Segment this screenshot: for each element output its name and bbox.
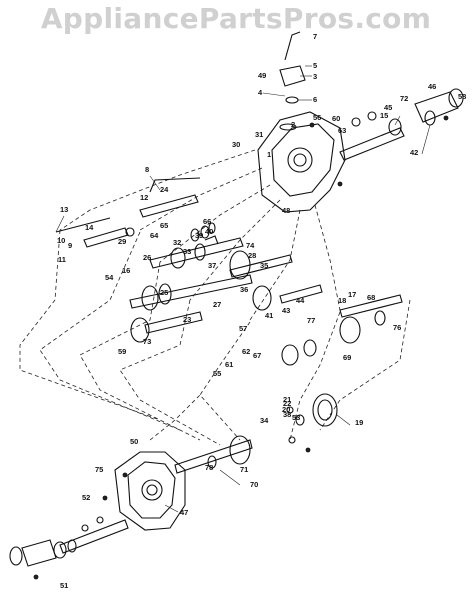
- label-47: 47: [180, 508, 188, 517]
- differential-assembly: [281, 294, 403, 444]
- label-41: 41: [265, 311, 273, 320]
- label-35: 35: [260, 261, 268, 270]
- label-71: 71: [240, 465, 248, 474]
- label-56: 56: [313, 113, 321, 122]
- label-13: 13: [60, 205, 68, 214]
- label-2: 2: [291, 120, 295, 129]
- label-9: 9: [68, 241, 72, 250]
- bolts: [33, 115, 449, 580]
- label-19: 19: [355, 418, 363, 427]
- label-32: 32: [173, 238, 181, 247]
- label-37: 37: [208, 261, 216, 270]
- label-65: 65: [160, 221, 168, 230]
- label-39: 39: [195, 231, 203, 240]
- label-72: 72: [400, 94, 408, 103]
- leader-lines: [55, 65, 431, 513]
- label-61: 61: [225, 360, 233, 369]
- label-11: 11: [58, 255, 66, 264]
- label-15: 15: [380, 111, 388, 120]
- label-69: 69: [343, 353, 351, 362]
- label-73: 73: [143, 337, 151, 346]
- lower-left-axle: [9, 516, 129, 567]
- label-38: 38: [283, 410, 291, 419]
- upper-housing: [257, 31, 346, 213]
- label-57: 57: [239, 324, 247, 333]
- assembly-guide-lines: [19, 149, 411, 446]
- label-64: 64: [150, 231, 159, 240]
- label-31: 31: [255, 130, 263, 139]
- label-70: 70: [250, 480, 258, 489]
- label-28: 28: [248, 251, 256, 260]
- label-23: 23: [183, 315, 191, 324]
- label-30: 30: [232, 140, 240, 149]
- label-14: 14: [85, 223, 94, 232]
- label-18: 18: [338, 296, 346, 305]
- label-25: 25: [160, 288, 168, 297]
- label-36: 36: [240, 285, 248, 294]
- label-16: 16: [122, 266, 130, 275]
- label-12: 12: [140, 193, 148, 202]
- label-68: 68: [367, 293, 375, 302]
- label-63: 63: [338, 126, 346, 135]
- label-42: 42: [410, 148, 418, 157]
- label-66: 66: [203, 217, 211, 226]
- label-44: 44: [296, 296, 305, 305]
- label-49: 49: [258, 71, 266, 80]
- label-8: 8: [145, 165, 149, 174]
- label-54: 54: [105, 273, 114, 282]
- label-67: 67: [253, 351, 261, 360]
- upper-right-axle: [339, 88, 464, 161]
- label-74: 74: [246, 241, 255, 250]
- label-60: 60: [332, 114, 340, 123]
- label-58: 58: [458, 92, 466, 101]
- label-27: 27: [213, 300, 221, 309]
- lower-housing: [114, 435, 253, 531]
- label-62: 62: [242, 347, 250, 356]
- label-77: 77: [307, 316, 315, 325]
- label-21: 21: [283, 395, 291, 404]
- label-40: 40: [205, 227, 213, 236]
- label-75: 75: [95, 465, 103, 474]
- gear-shafts: [129, 222, 323, 343]
- watermark-text: AppliancePartsPros.com: [40, 2, 432, 35]
- label-24: 24: [160, 185, 169, 194]
- label-22: 22: [283, 399, 291, 408]
- label-50: 50: [130, 437, 138, 446]
- label-76: 76: [393, 323, 401, 332]
- label-59: 59: [118, 347, 126, 356]
- label-51: 51: [60, 581, 68, 590]
- shift-lever-assembly: [55, 177, 201, 248]
- label-53: 53: [292, 413, 300, 422]
- label-5: 5: [313, 61, 317, 70]
- label-34: 34: [260, 416, 269, 425]
- label-48: 48: [282, 206, 290, 215]
- label-10: 10: [57, 236, 65, 245]
- label-20: 20: [282, 405, 290, 414]
- label-7: 7: [313, 32, 317, 41]
- label-45: 45: [384, 103, 392, 112]
- label-55: 55: [213, 369, 221, 378]
- label-26: 26: [143, 253, 151, 262]
- part-labels: 1 2 3 4 5 6 7 8 9 10 11 12 13 14 15 16 1…: [57, 32, 466, 590]
- label-52: 52: [82, 493, 90, 502]
- label-46: 46: [428, 82, 436, 91]
- label-33: 33: [183, 247, 191, 256]
- label-6: 6: [313, 95, 317, 104]
- label-4: 4: [258, 88, 263, 97]
- label-17: 17: [348, 290, 356, 299]
- label-3: 3: [313, 72, 317, 81]
- label-78: 78: [205, 463, 213, 472]
- label-29: 29: [118, 237, 126, 246]
- label-1: 1: [267, 150, 271, 159]
- label-43: 43: [282, 306, 290, 315]
